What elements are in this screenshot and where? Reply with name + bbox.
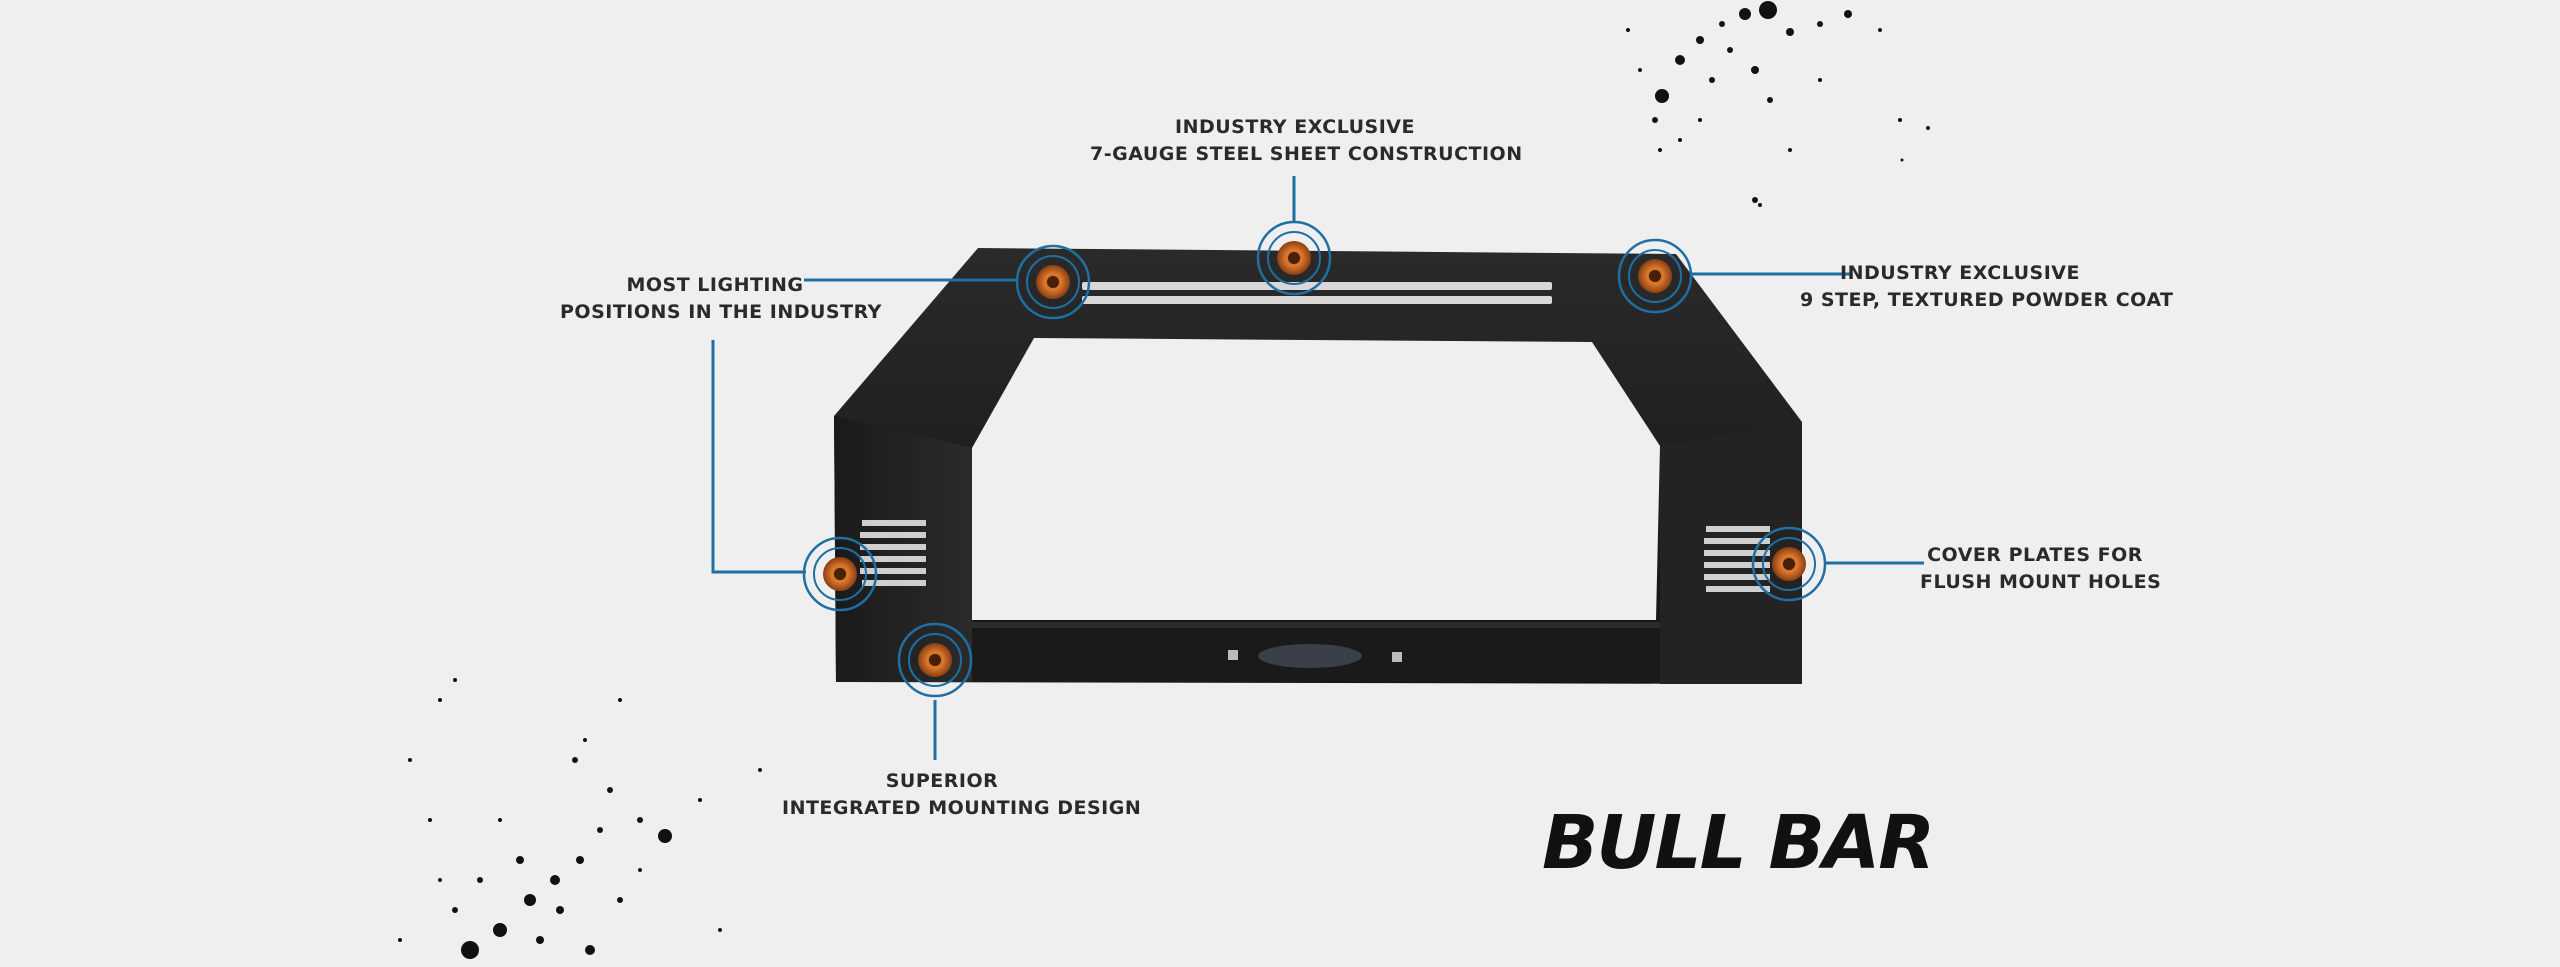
ink-splatter-bottom-left bbox=[398, 678, 762, 959]
callout-powder-line2: 9 STEP, TEXTURED POWDER COAT bbox=[1800, 289, 2174, 311]
callout-cover: COVER PLATES FOR FLUSH MOUNT HOLES bbox=[1920, 542, 2162, 596]
callout-lighting-line1: MOST LIGHTING bbox=[626, 274, 804, 296]
callout-lighting: MOST LIGHTING POSITIONS IN THE INDUSTRY bbox=[560, 272, 882, 326]
top-light-strip bbox=[1082, 282, 1552, 304]
target-ring-icon[interactable] bbox=[1015, 244, 1091, 320]
callout-mounting-line2: INTEGRATED MOUNTING DESIGN bbox=[782, 797, 1142, 819]
callout-lines bbox=[711, 176, 1924, 760]
callout-lighting-line2: POSITIONS IN THE INDUSTRY bbox=[560, 301, 882, 323]
line-lighting-vertical bbox=[711, 340, 806, 574]
callout-steel-line1: INDUSTRY EXCLUSIVE bbox=[1175, 116, 1415, 138]
callout-cover-line1: COVER PLATES FOR bbox=[1927, 544, 2143, 566]
target-ring-icon[interactable] bbox=[1617, 238, 1693, 314]
callout-powder: INDUSTRY EXCLUSIVE 9 STEP, TEXTURED POWD… bbox=[1800, 260, 2174, 314]
target-ring-icon[interactable] bbox=[1256, 220, 1332, 296]
bull-bar bbox=[834, 248, 1802, 684]
right-vent-grid bbox=[1704, 526, 1770, 592]
product-headline: BULL BAR bbox=[1542, 800, 1935, 886]
callout-mounting: SUPERIOR INTEGRATED MOUNTING DESIGN bbox=[782, 768, 1142, 822]
callout-steel-line2: 7-GAUGE STEEL SHEET CONSTRUCTION bbox=[1090, 143, 1523, 165]
callout-steel: INDUSTRY EXCLUSIVE 7-GAUGE STEEL SHEET C… bbox=[1090, 114, 1523, 168]
left-vent-grid bbox=[860, 520, 926, 586]
brand-badge bbox=[1258, 644, 1362, 668]
target-ring-icon[interactable] bbox=[897, 622, 973, 698]
ink-splatter-top-right bbox=[1626, 1, 1930, 207]
callout-mounting-line1: SUPERIOR bbox=[885, 770, 999, 792]
callout-cover-line2: FLUSH MOUNT HOLES bbox=[1920, 571, 2162, 593]
target-ring-icon[interactable] bbox=[1751, 526, 1827, 602]
callout-powder-line1: INDUSTRY EXCLUSIVE bbox=[1840, 262, 2080, 284]
target-ring-icon[interactable] bbox=[802, 536, 878, 612]
